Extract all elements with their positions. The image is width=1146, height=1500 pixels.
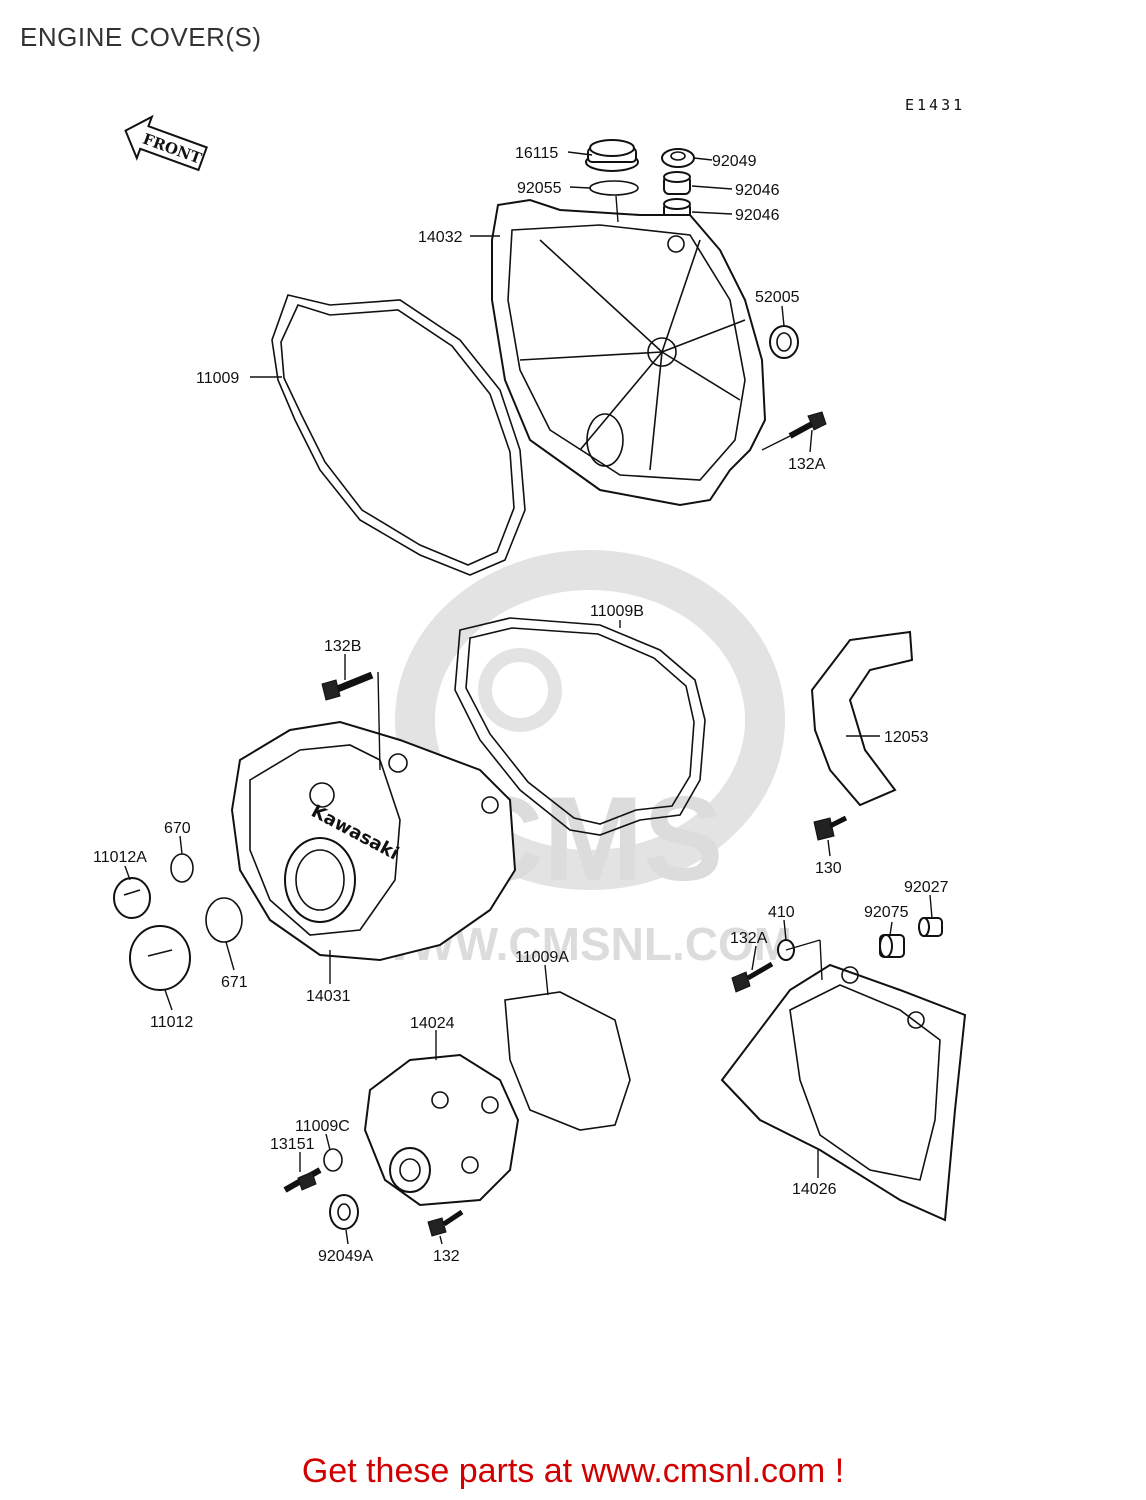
part-label-11009b[interactable]: 11009B: [590, 603, 644, 620]
part-label-410[interactable]: 410: [768, 904, 795, 921]
bushing-92027[interactable]: [918, 917, 943, 937]
bolt-132[interactable]: [427, 1209, 464, 1237]
oil-seal[interactable]: [769, 325, 799, 359]
water-pump-cover[interactable]: [363, 1053, 520, 1207]
leader-lines: [124, 151, 933, 1245]
part-label-132a-top[interactable]: 132A: [788, 456, 826, 473]
seal[interactable]: [661, 148, 695, 168]
footer-promo-text[interactable]: Get these parts at www.cmsnl.com !: [301, 1452, 845, 1490]
bolt-132b[interactable]: [321, 671, 374, 701]
clutch-cover-gasket[interactable]: [271, 294, 526, 576]
chain-guard[interactable]: [810, 630, 914, 807]
part-label-11009[interactable]: 11009: [196, 370, 239, 387]
page-title: ENGINE COVER(S): [20, 22, 262, 52]
part-label-670[interactable]: 670: [164, 820, 191, 837]
part-label-14026[interactable]: 14026: [792, 1181, 837, 1198]
collar-92075[interactable]: [879, 934, 905, 958]
bearing-1[interactable]: [663, 171, 691, 195]
part-label-14032[interactable]: 14032: [418, 229, 463, 246]
o-ring[interactable]: [589, 180, 639, 196]
part-label-11009c[interactable]: 11009C: [295, 1118, 350, 1135]
part-labels: 16115 92049 92055 92046 92046 14032 5200…: [93, 145, 949, 1265]
generator-cover[interactable]: Kawasaki: [230, 720, 517, 962]
part-label-12053[interactable]: 12053: [884, 729, 929, 746]
part-label-11012[interactable]: 11012: [150, 1014, 193, 1031]
part-label-132b[interactable]: 132B: [324, 638, 361, 655]
sprocket-cover[interactable]: [720, 963, 967, 1222]
part-label-52005[interactable]: 52005: [755, 289, 800, 306]
clutch-cover[interactable]: [491, 198, 767, 507]
seal-92049a[interactable]: [329, 1194, 359, 1230]
part-label-671[interactable]: 671: [221, 974, 248, 991]
o-ring-11009c[interactable]: [323, 1148, 343, 1172]
part-label-92049a[interactable]: 92049A: [318, 1248, 373, 1265]
bolt-130[interactable]: [813, 815, 848, 841]
drain-bolt[interactable]: [283, 1167, 322, 1193]
plug-small[interactable]: [113, 877, 151, 919]
part-label-14031[interactable]: 14031: [306, 988, 351, 1005]
part-label-92075[interactable]: 92075: [864, 904, 909, 921]
pump-cover-gasket[interactable]: [504, 991, 631, 1131]
part-label-14024[interactable]: 14024: [410, 1015, 455, 1032]
diagram-code: E1431: [905, 96, 965, 114]
part-label-13151[interactable]: 13151: [270, 1136, 315, 1153]
o-ring-670[interactable]: [170, 853, 194, 883]
part-label-92046-a[interactable]: 92046: [735, 182, 780, 199]
part-label-11009a[interactable]: 11009A: [515, 949, 569, 966]
part-label-16115[interactable]: 16115: [515, 145, 558, 162]
front-arrow-icon: FRONT: [124, 114, 208, 172]
o-ring-671[interactable]: [205, 897, 243, 943]
bolt-132a-bottom[interactable]: [731, 961, 774, 993]
plug-large[interactable]: [129, 925, 191, 991]
part-label-132[interactable]: 132: [433, 1248, 460, 1265]
part-label-130[interactable]: 130: [815, 860, 842, 877]
part-label-11012a[interactable]: 11012A: [93, 849, 147, 866]
generator-cover-gasket[interactable]: [454, 617, 706, 836]
filler-cap[interactable]: [585, 139, 639, 172]
part-label-92055[interactable]: 92055: [517, 180, 562, 197]
bolt-132a-top[interactable]: [788, 411, 827, 439]
part-label-92027[interactable]: 92027: [904, 879, 949, 896]
part-label-92049[interactable]: 92049: [712, 153, 757, 170]
part-label-132a-bottom[interactable]: 132A: [730, 930, 768, 947]
part-label-92046-b[interactable]: 92046: [735, 207, 780, 224]
